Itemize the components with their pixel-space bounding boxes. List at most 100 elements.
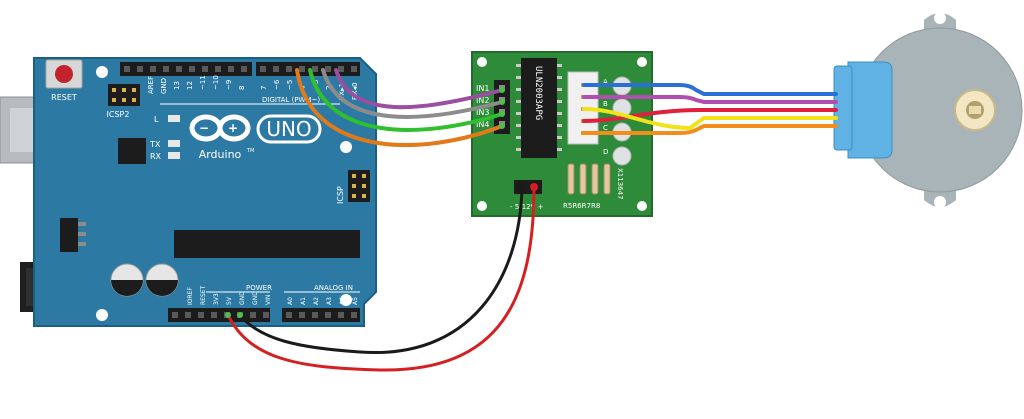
motor-wire-orange (582, 124, 838, 135)
motor-shaft-flat (969, 106, 981, 114)
pin-label: TX▸1 (338, 83, 346, 101)
arduino-uno-board: RESET ICSP2 AREF GND 13 12 ~11 (0, 57, 377, 327)
stepper-motor (833, 12, 1023, 208)
reset-label: RESET (51, 93, 77, 102)
pin-label: 8 (238, 86, 246, 90)
pin-label: ~5 (286, 80, 294, 90)
icsp-pins (352, 174, 366, 198)
pin-label: RESET (200, 285, 207, 305)
wire-end-caps (225, 87, 538, 318)
tx-led (168, 140, 180, 147)
pin-label: 13 (173, 81, 181, 90)
icsp2-pins (112, 88, 136, 102)
logo-plus: + (228, 121, 238, 135)
wire-in1 (334, 68, 504, 110)
infinity-icon (189, 114, 251, 142)
led-d (612, 146, 632, 166)
input-label: IN4 (476, 120, 489, 129)
mount-hole (934, 12, 946, 24)
chip-label: ULN2003APG (533, 66, 543, 120)
input-label: IN3 (476, 108, 489, 117)
l-label: L (154, 115, 159, 124)
pin-label: A5 (352, 297, 359, 305)
wire-in4 (295, 68, 504, 147)
mount-hole (477, 201, 487, 211)
pin-label: ~11 (199, 75, 207, 90)
logo-minus: − (199, 121, 209, 135)
reset-button-cap[interactable] (55, 65, 73, 83)
regulator (60, 218, 78, 252)
led-label: C (603, 124, 608, 132)
mount-hole (340, 141, 352, 153)
driver-power-label: - 5-12V + (510, 203, 544, 211)
signal-wires (295, 68, 504, 147)
digital-header-left-pins (124, 66, 247, 72)
icsp-label: ICSP (336, 186, 345, 204)
microcontroller (174, 230, 360, 258)
uno-badge (256, 114, 322, 144)
aref-label: AREF (147, 76, 155, 94)
mount-hole (340, 294, 352, 306)
pin-label: A2 (313, 297, 320, 305)
arduino-logo: − + UNO Arduino TM (189, 114, 322, 161)
gnd-label: GND (160, 78, 168, 94)
mount-hole (477, 57, 487, 67)
led-label: D (603, 148, 608, 156)
analog-header (282, 308, 360, 322)
pin-label: VIN (265, 295, 272, 305)
power-pin-labels: IOREF RESET 3V3 5V GND GND VIN (187, 285, 272, 305)
mount-hole (934, 196, 946, 208)
mount-hole (96, 309, 108, 321)
motor-cable-cap-base (833, 65, 853, 151)
resistor (591, 163, 599, 195)
pin-label: 5V (226, 296, 233, 305)
rx-led (168, 152, 180, 159)
arduino-brand-label: Arduino (199, 148, 242, 161)
pin-label: RX◂0 (351, 82, 359, 100)
regulator-tab (78, 232, 86, 236)
digital-header-right-pins (260, 66, 357, 72)
power-wires (226, 185, 536, 372)
pin-label: ~10 (212, 75, 220, 90)
pin-label: IOREF (187, 287, 194, 305)
input-label: IN2 (476, 96, 489, 105)
usb-chip (118, 138, 146, 164)
pin-label: A1 (300, 297, 307, 305)
pin-label: GND (252, 291, 259, 305)
uno-label: UNO (266, 117, 311, 141)
mount-hole (96, 66, 108, 78)
analog-label: ANALOG IN (314, 284, 353, 292)
capacitor (110, 263, 144, 297)
pin-label: A4 (339, 297, 346, 305)
wire-power (226, 185, 536, 372)
pin-label: GND (239, 291, 246, 305)
power-label: POWER (246, 284, 272, 292)
wire-ground (238, 185, 524, 355)
mount-hole (637, 57, 647, 67)
motor-wire-blue (582, 83, 838, 96)
pin-label: 3V3 (213, 293, 220, 305)
driver-input-labels: IN1 IN2 IN3 IN4 (476, 84, 489, 129)
input-label: IN1 (476, 84, 489, 93)
led-label: B (603, 100, 608, 108)
icsp2-header (108, 84, 140, 106)
pin-label: ~6 (273, 79, 281, 90)
wire-in2 (321, 68, 504, 119)
rx-label: RX (150, 152, 162, 161)
driver-input-header (494, 80, 510, 134)
arduino-pcb (33, 57, 377, 327)
resistor-label: R5R6R7R8 (563, 202, 600, 210)
uln2003-chip (521, 58, 557, 158)
digital-pin-labels: AREF GND 13 12 ~11 ~10 ~9 8 7 ~6 ~5 4 ~3… (147, 75, 359, 101)
pin-label: A0 (287, 297, 294, 305)
resistor (567, 163, 575, 195)
tx-label: TX (149, 140, 161, 149)
icsp-header (348, 170, 370, 202)
resistor (579, 163, 587, 195)
side-label: X113647 (616, 168, 624, 200)
regulator-tab (78, 242, 86, 246)
motor-wire-red (582, 108, 838, 123)
regulator-tab (78, 222, 86, 226)
led-label: A (603, 78, 608, 86)
